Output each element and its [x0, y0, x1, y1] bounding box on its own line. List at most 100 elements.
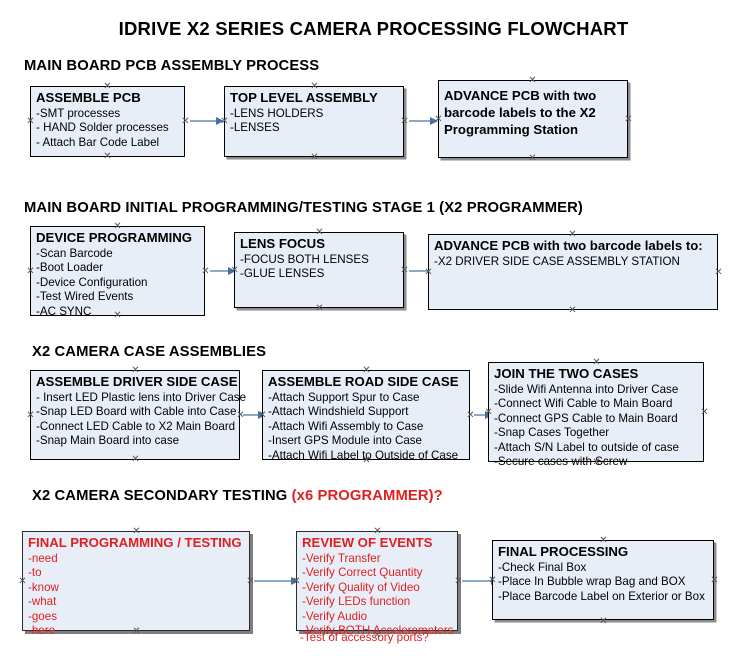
- selection-handle-right[interactable]: [700, 408, 709, 417]
- selection-handle-left[interactable]: [18, 577, 27, 586]
- flow-box-line: -know: [28, 580, 59, 594]
- selection-handle-top[interactable]: [528, 76, 537, 85]
- selection-handle-bottom[interactable]: [592, 458, 601, 467]
- section-heading-x2-camera-case-assemblies: X2 CAMERA CASE ASSEMBLIES: [32, 344, 266, 360]
- flow-box-review-of-events[interactable]: REVIEW OF EVENTS -Verify Transfer -Verif…: [296, 531, 458, 637]
- selection-handle-right[interactable]: [181, 117, 190, 126]
- flow-box-line: -Scan Barcode: [36, 246, 113, 260]
- selection-handle-left[interactable]: [434, 115, 443, 124]
- selection-handle-top[interactable]: [103, 82, 112, 91]
- selection-handle-top[interactable]: [310, 82, 319, 91]
- selection-handle-top[interactable]: [373, 527, 382, 536]
- selection-handle-left[interactable]: [488, 576, 497, 585]
- section-heading-text: MAIN BOARD INITIAL PROGRAMMING/TESTING S…: [24, 200, 583, 216]
- selection-handle-bottom[interactable]: [113, 311, 122, 320]
- selection-handle-bottom[interactable]: [310, 153, 319, 162]
- flow-box-header: REVIEW OF EVENTS: [302, 535, 433, 550]
- flow-box-assemble-pcb[interactable]: ASSEMBLE PCB -SMT processes - HAND Solde…: [30, 86, 185, 157]
- selection-handle-left[interactable]: [258, 411, 267, 420]
- section-heading-main-board-initial-programming: MAIN BOARD INITIAL PROGRAMMING/TESTING S…: [24, 200, 583, 216]
- flow-box-line: -Verify LEDs function: [302, 595, 411, 609]
- section-heading-main-board-pcb-assembly: MAIN BOARD PCB ASSEMBLY PROCESS: [24, 58, 319, 74]
- flow-box-line: -Verify Audio: [302, 609, 368, 623]
- selection-handle-left[interactable]: [26, 117, 35, 126]
- selection-handle-left[interactable]: [424, 268, 433, 277]
- selection-handle-top[interactable]: [131, 366, 140, 375]
- flow-box-line: -here: [28, 624, 56, 638]
- flow-box-line: -Attach Windshield Support: [268, 405, 409, 419]
- selection-handle-right[interactable]: [400, 266, 409, 275]
- flow-box-line: -Connect Wifi Cable to Main Board: [494, 397, 673, 411]
- flow-box-header: ADVANCE PCB with two barcode labels to:: [434, 238, 703, 253]
- flow-box-line: - Insert LED Plastic lens into Driver Ca…: [36, 390, 247, 404]
- flow-box-line: -Device Configuration: [36, 275, 148, 289]
- selection-handle-right[interactable]: [400, 117, 409, 126]
- flow-box-final-programming-testing[interactable]: FINAL PROGRAMMING / TESTING -need -to -k…: [22, 531, 250, 637]
- flow-box-line: -Snap LED Board with Cable into Case: [36, 405, 237, 419]
- selection-handle-right[interactable]: [714, 268, 723, 277]
- flow-box-line: -GLUE LENSES: [240, 267, 325, 281]
- flow-box-line: -Boot Loader: [36, 261, 104, 275]
- flow-box-header: ADVANCE PCB with two barcode labels to t…: [444, 88, 597, 137]
- selection-handle-top[interactable]: [592, 358, 601, 367]
- flow-box-line: -SMT processes: [36, 106, 121, 120]
- flow-box-line: -to: [28, 566, 42, 580]
- selection-handle-bottom[interactable]: [132, 627, 141, 636]
- flow-box-device-programming[interactable]: DEVICE PROGRAMMING -Scan Barcode -Boot L…: [30, 226, 205, 318]
- flow-box-lens-focus[interactable]: LENS FOCUS -FOCUS BOTH LENSES -GLUE LENS…: [234, 232, 404, 308]
- selection-handle-bottom[interactable]: [131, 455, 140, 464]
- selection-handle-bottom[interactable]: [528, 154, 537, 163]
- flow-box-header: DEVICE PROGRAMMING: [36, 230, 193, 245]
- flow-box-advance-pcb-to-driver-side-case[interactable]: ADVANCE PCB with two barcode labels to: …: [428, 234, 718, 310]
- selection-handle-bottom[interactable]: [362, 456, 371, 465]
- flow-box-line: -Slide Wifi Antenna into Driver Case: [494, 382, 679, 396]
- flow-box-line: -Test Wired Events: [36, 290, 134, 304]
- flow-box-header: TOP LEVEL ASSEMBLY: [230, 90, 378, 105]
- selection-handle-top[interactable]: [362, 366, 371, 375]
- flow-box-line: - Attach Bar Code Label: [36, 135, 160, 149]
- flow-box-assemble-driver-side-case[interactable]: ASSEMBLE DRIVER SIDE CASE - Insert LED P…: [30, 370, 247, 460]
- selection-handle-left[interactable]: [230, 266, 239, 275]
- selection-handle-right[interactable]: [201, 267, 210, 276]
- flow-box-header: JOIN THE TWO CASES: [494, 366, 639, 381]
- selection-handle-top[interactable]: [315, 228, 324, 237]
- section-heading-text: MAIN BOARD PCB ASSEMBLY PROCESS: [24, 58, 320, 74]
- flow-box-line: -Snap Main Board into case: [36, 434, 180, 448]
- selection-handle-bottom[interactable]: [103, 152, 112, 161]
- flow-box-assemble-road-side-case[interactable]: ASSEMBLE ROAD SIDE CASE -Attach Support …: [262, 370, 470, 462]
- flow-box-header: LENS FOCUS: [240, 236, 325, 251]
- flow-box-join-the-two-cases[interactable]: JOIN THE TWO CASES -Slide Wifi Antenna i…: [488, 362, 704, 468]
- flow-box-line: -Verify Quality of Video: [302, 580, 420, 594]
- flow-box-top-level-assembly[interactable]: TOP LEVEL ASSEMBLY -LENS HOLDERS -LENSES: [224, 86, 404, 157]
- selection-handle-top[interactable]: [568, 230, 577, 239]
- selection-handle-left[interactable]: [292, 577, 301, 586]
- flow-box-line: -Connect GPS Cable to Main Board: [494, 411, 678, 425]
- section-heading-accent: (x6 PROGRAMMER)?: [291, 488, 443, 504]
- selection-handle-top[interactable]: [132, 527, 141, 536]
- selection-handle-right[interactable]: [710, 576, 719, 585]
- selection-handle-bottom[interactable]: [599, 617, 608, 626]
- selection-handle-right[interactable]: [624, 115, 633, 124]
- flow-box-line: -Snap Cases Together: [494, 426, 610, 440]
- flow-box-line: -Attach Wifi Assembly to Case: [268, 419, 424, 433]
- selection-handle-top[interactable]: [113, 222, 122, 231]
- selection-handle-left[interactable]: [26, 411, 35, 420]
- flow-box-advance-pcb-to-x2-programming-station[interactable]: ADVANCE PCB with two barcode labels to t…: [438, 80, 628, 158]
- selection-handle-left[interactable]: [484, 408, 493, 417]
- selection-handle-bottom[interactable]: [315, 304, 324, 313]
- selection-handle-left[interactable]: [26, 267, 35, 276]
- flow-box-line: -LENSES: [230, 121, 280, 135]
- selection-handle-bottom[interactable]: [373, 631, 382, 640]
- flow-box-line: -Place In Bubble wrap Bag and BOX: [498, 575, 686, 589]
- flow-box-header: FINAL PROGRAMMING / TESTING: [28, 535, 242, 550]
- selection-handle-left[interactable]: [220, 117, 229, 126]
- section-heading-text: X2 CAMERA SECONDARY TESTING: [32, 488, 292, 504]
- selection-handle-top[interactable]: [599, 536, 608, 545]
- flow-box-line: -Place Barcode Label on Exterior or Box: [498, 589, 705, 603]
- flow-box-line: -Verify Correct Quantity: [302, 566, 423, 580]
- flow-box-line: -Attach S/N Label to outside of case: [494, 440, 679, 454]
- selection-handle-bottom[interactable]: [568, 306, 577, 315]
- flow-box-line: -Check Final Box: [498, 560, 587, 574]
- flow-box-line: -X2 DRIVER SIDE CASE ASSEMBLY STATION: [434, 254, 680, 268]
- flow-box-final-processing[interactable]: FINAL PROCESSING -Check Final Box -Place…: [492, 540, 714, 620]
